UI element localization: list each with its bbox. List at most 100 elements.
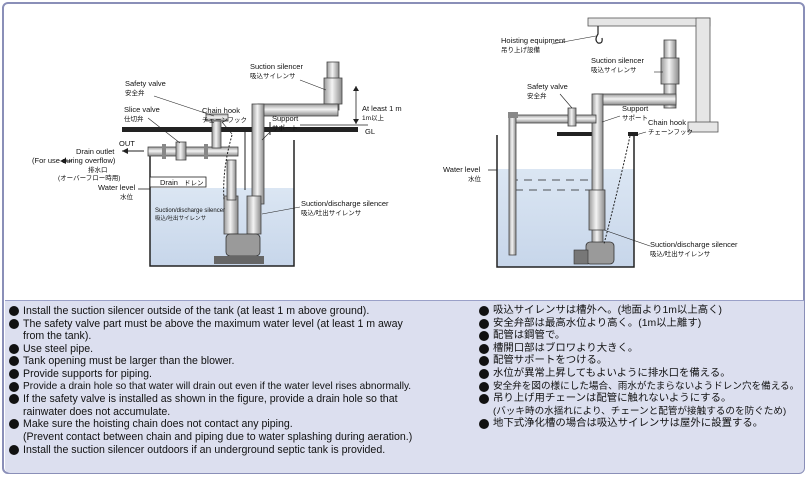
label-support-en: Support [272,114,299,123]
right-blower [585,241,615,265]
right-suction-silencer [660,57,680,85]
r-label-safety-jp: 安全弁 [527,91,547,100]
label-out: OUT [119,139,135,148]
r-leader-discharge [603,229,651,247]
hoist-hook [595,26,603,44]
note-en-4: Tank opening must be larger than the blo… [9,355,479,368]
label-drain-outlet-jp2: (オーバーフロー時用) [58,174,120,182]
right-side-riser [508,114,517,256]
left-tank-wall [149,140,295,267]
note-jp-8: 吊り上げ用チェーンは配管に触れないようにする。 [479,393,801,406]
bullet-icon [479,343,489,354]
right-blower-side [573,249,589,265]
bullet-icon [9,381,19,392]
bullet-icon [479,318,489,329]
label-at-least-jp: 1m以上 [362,113,385,122]
r-label-safety-en: Safety valve [527,82,568,91]
label-suction-silencer-en: Suction silencer [250,62,303,71]
bullet-icon [9,444,19,455]
notes-english: Install the suction silencer outside of … [9,305,479,456]
bullet-icon [9,306,19,316]
bullet-icon [479,331,489,342]
bullet-icon [479,394,489,405]
label-slice-valve-en: Slice valve [124,105,160,114]
suction-silencer-body [323,77,343,105]
right-tank-wall [496,135,635,268]
note-en-1: Install the suction silencer outside of … [9,305,479,318]
dim-arrow-bottom [353,119,359,124]
note-en-2-cont: from the tank). [23,330,92,343]
r-label-suction-en: Suction silencer [591,56,644,65]
r-label-water-jp: 水位 [468,174,482,183]
label-safety-valve-jp: 安全弁 [125,88,145,97]
hoist-column [695,17,711,129]
note-jp-8-cont: (バッキ時の水揺れにより、チェーンと配管が接触するのを防ぐため) [493,405,787,417]
bullet-icon [9,394,19,405]
drain-outlet-arrowhead [60,158,66,164]
r-label-discharge-jp: 吸込/吐出サイレンサ [650,249,710,258]
label-drain-jp: ドレン [184,180,204,187]
leader-suction [299,79,327,91]
note-jp-3: 配管は鋼管で。 [479,330,801,343]
label-drain-en: Drain [160,178,178,187]
r-leader-support [601,115,621,123]
bullet-icon [9,419,19,430]
note-jp-7: 安全弁を図の様にした場合、雨水がたまらないようドレン穴を備える。 [479,381,801,394]
bullet-icon [479,306,489,316]
label-discharge-inner-en: Suction/discharge silencer [155,208,225,214]
leader-support [261,129,273,141]
leader-discharge [261,206,301,215]
down-pipe-right [251,103,265,205]
out-arrowhead [122,148,128,154]
r-leader-safety [559,93,573,109]
note-jp-5: 配管サポートをつける。 [479,355,801,368]
left-tank-water [150,188,294,266]
slice-valve [175,141,187,161]
label-safety-valve-en: Safety valve [125,79,166,88]
label-chain-hook-jp: チェーンフック [202,116,247,124]
right-safety-valve [567,107,577,127]
bullet-icon [9,318,19,329]
note-en-7: If the safety valve is installed as show… [9,393,479,406]
left-silencer-b [246,195,262,235]
drain-box [149,176,207,188]
bullet-icon [479,381,489,392]
left-diagram: Safety valve 安全弁 Suction silencer 吸込サイレン… [32,61,402,267]
label-chain-hook-en: Chain hook [202,106,240,115]
installation-diagram: Safety valve 安全弁 Suction silencer 吸込サイレン… [32,17,738,268]
label-discharge-en: Suction/discharge silencer [301,199,389,208]
note-jp-4: 槽開口部はブロワより大きく。 [479,343,801,356]
note-en-8-cont: (Prevent contact between chain and pipin… [23,430,413,443]
note-en-6: Provide a drain hole so that water will … [9,381,479,394]
label-suction-silencer-jp: 吸込サイレンサ [250,71,296,80]
safety-valve-cap [205,113,229,122]
notes-panel: Install the suction silencer outside of … [5,300,804,473]
r-label-support-jp: サポート [622,114,648,122]
label-water-level-en: Water level [98,183,136,192]
left-blower [225,233,261,257]
note-jp-9: 地下式浄化槽の場合は吸込サイレンサは屋外に設置する。 [479,418,801,431]
note-en-2: The safety valve part must be above the … [9,318,479,331]
note-en-8: Make sure the hoisting chain does not co… [9,418,479,431]
label-drain-outlet-jp: 排水口 [88,165,108,174]
label-discharge-jp: 吸込/吐出サイレンサ [301,208,361,217]
note-jp-1: 吸込サイレンサは槽外へ。(地面より1m以上高く) [479,305,801,318]
bullet-icon [479,419,489,430]
right-safety-horizontal [511,114,597,124]
bullet-icon [9,368,19,379]
r-label-hoisting-jp: 吊り上げ設備 [501,45,541,54]
note-en-7-cont: rainwater does not accumulate. [23,405,171,418]
note-en-9: Install the suction silencer outdoors if… [9,444,479,457]
r-label-chain-en: Chain hook [648,118,686,127]
note-jp-2: 安全弁部は最高水位より高く。(1m以上離す) [479,318,801,331]
label-drain-outlet-en2: (For use during overflow) [32,156,116,165]
bullet-icon [9,343,19,354]
r-label-discharge-en: Suction/discharge silencer [650,240,738,249]
label-discharge-inner-jp: 吸込/吐出サイレンサ [155,214,207,222]
label-at-least-en: At least 1 m [362,104,402,113]
right-lid-left [557,132,601,136]
left-silencer-a [223,195,239,235]
right-chain [603,135,631,245]
label-drain-outlet-en: Drain outlet [76,147,115,156]
label-support-jp: サポート [272,124,298,132]
